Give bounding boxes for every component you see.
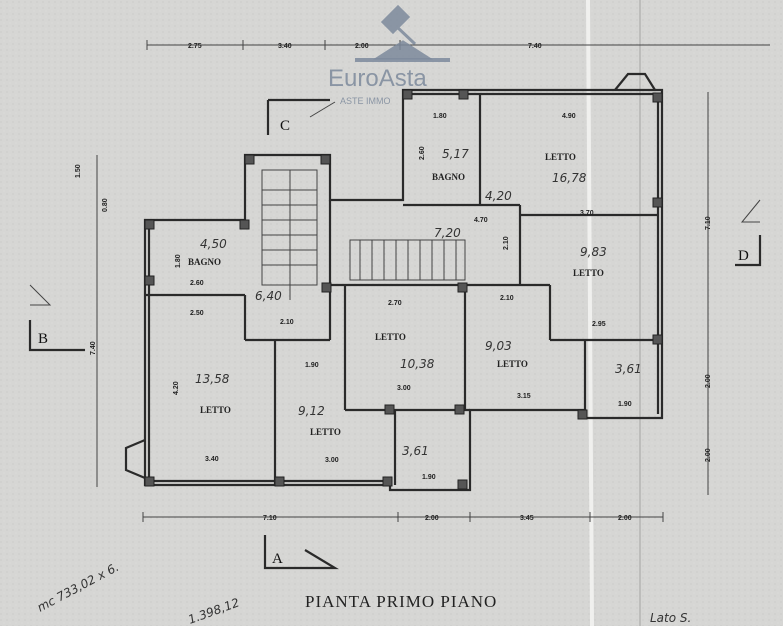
dimension-label: 7.40 — [90, 341, 97, 355]
paper-fold — [586, 0, 594, 626]
room-dimension: 4.20 — [173, 381, 180, 395]
room-landing: 6,40 2.10 — [255, 289, 294, 326]
room-label: LETTO — [545, 152, 576, 162]
room-bagno-top: BAGNO 5,17 1.80 2.60 — [419, 113, 469, 182]
room-area: 3,61 — [615, 362, 642, 376]
room-area: 9,83 — [580, 245, 607, 259]
room-dimension: 2.50 — [190, 310, 204, 317]
room-dimension: 3.40 — [205, 456, 219, 463]
dimension-label: 7.10 — [263, 515, 277, 522]
staircase — [261, 169, 466, 300]
room-hallway: 7,20 4.70 2.10 — [434, 217, 510, 250]
dimension-label: 2.75 — [188, 43, 202, 50]
section-marker-b: B — [28, 284, 85, 352]
room-dimension: 2.60 — [419, 146, 426, 160]
room-area: 13,58 — [195, 372, 230, 386]
room-area: 10,38 — [400, 357, 435, 371]
dimension-label: 1.50 — [75, 164, 82, 178]
room-area: 9,03 — [485, 339, 512, 353]
room-letto-top-right: LETTO 16,78 4.90 3.70 — [545, 113, 594, 217]
room-dimension: 1.90 — [422, 474, 436, 481]
room-label: LETTO — [310, 427, 341, 437]
section-label: B — [38, 331, 48, 347]
room-closet-bottom: 3,61 1.90 — [402, 444, 436, 481]
room-dimension: 2.10 — [500, 295, 514, 302]
dimension-label: 2.00 — [355, 43, 369, 50]
section-marker-c: C — [266, 98, 336, 135]
handwritten-note: 4,20 — [485, 189, 512, 203]
room-dimension: 2.70 — [388, 300, 402, 307]
room-area: 7,20 — [434, 226, 461, 240]
top-dimension-line: 2.75 3.40 2.00 7.40 — [146, 40, 770, 50]
room-letto-right: LETTO 9,83 2.95 2.10 — [500, 245, 607, 328]
room-dimension: 3.00 — [397, 385, 411, 392]
dimension-label: 2.00 — [705, 374, 712, 388]
room-bagno-left: BAGNO 4,50 2.60 1.80 — [175, 237, 227, 287]
room-dimension: 4.70 — [474, 217, 488, 224]
bottom-dimension-line: 7.10 2.00 3.45 2.00 — [142, 512, 664, 522]
room-dimension: 1.90 — [305, 362, 319, 369]
room-area: 9,12 — [298, 404, 325, 418]
section-label: A — [272, 551, 283, 567]
dimension-label: 3.40 — [278, 43, 292, 50]
room-area: 4,50 — [200, 237, 227, 251]
room-letto-bottom: LETTO 9,12 1.90 3.00 — [298, 362, 341, 464]
room-dimension: 3.00 — [325, 457, 339, 464]
room-label: LETTO — [497, 359, 528, 369]
section-label: D — [738, 248, 749, 264]
room-dimension: 4.90 — [562, 113, 576, 120]
dimension-label: 2.00 — [705, 448, 712, 462]
pillars — [144, 89, 663, 490]
right-dimension-line: 7.10 2.00 2.00 — [705, 92, 712, 495]
room-label: LETTO — [375, 332, 406, 342]
room-label: BAGNO — [188, 257, 221, 267]
room-area: 3,61 — [402, 444, 429, 458]
dimension-label: 7.10 — [705, 216, 712, 230]
room-dimension: 3.15 — [517, 393, 531, 400]
section-label: C — [280, 118, 290, 134]
room-closet-right: 3,61 1.90 — [615, 362, 642, 408]
room-label: LETTO — [200, 405, 231, 415]
room-label: BAGNO — [432, 172, 465, 182]
plan-title: PIANTA PRIMO PIANO — [305, 592, 497, 611]
dimension-label: 7.40 — [528, 43, 542, 50]
room-dimension: 2.60 — [190, 280, 204, 287]
left-dimension-line: 1.50 0.80 7.40 — [75, 155, 109, 487]
room-dimension: 3.70 — [580, 210, 594, 217]
section-marker-a: A — [263, 535, 339, 570]
room-area: 16,78 — [552, 171, 587, 185]
room-area: 6,40 — [255, 289, 282, 303]
dimension-label: 0.80 — [102, 198, 109, 212]
room-dimension: 2.95 — [592, 321, 606, 328]
section-marker-d: D — [735, 199, 762, 267]
watermark-brand: EuroAsta — [328, 65, 427, 92]
dimension-label: 3.45 — [520, 515, 534, 522]
room-letto-left: LETTO 13,58 2.50 3.40 4.20 — [173, 310, 231, 463]
handwritten-note: Lato S. — [650, 611, 691, 625]
room-dimension: 2.10 — [280, 319, 294, 326]
dimension-label: 2.00 — [618, 515, 632, 522]
room-dimension: 1.80 — [433, 113, 447, 120]
dimension-label: 2.00 — [425, 515, 439, 522]
watermark-tagline: ASTE IMMO — [340, 96, 391, 106]
room-dimension: 2.10 — [503, 236, 510, 250]
room-label: LETTO — [573, 268, 604, 278]
room-letto-center: LETTO 10,38 2.70 3.00 — [375, 300, 435, 392]
room-dimension: 1.90 — [618, 401, 632, 408]
room-area: 5,17 — [442, 147, 469, 161]
euroasta-watermark: EuroAsta ASTE IMMO — [328, 4, 450, 106]
room-dimension: 1.80 — [175, 254, 182, 268]
room-letto-center-right: LETTO 9,03 3.15 — [485, 339, 531, 400]
